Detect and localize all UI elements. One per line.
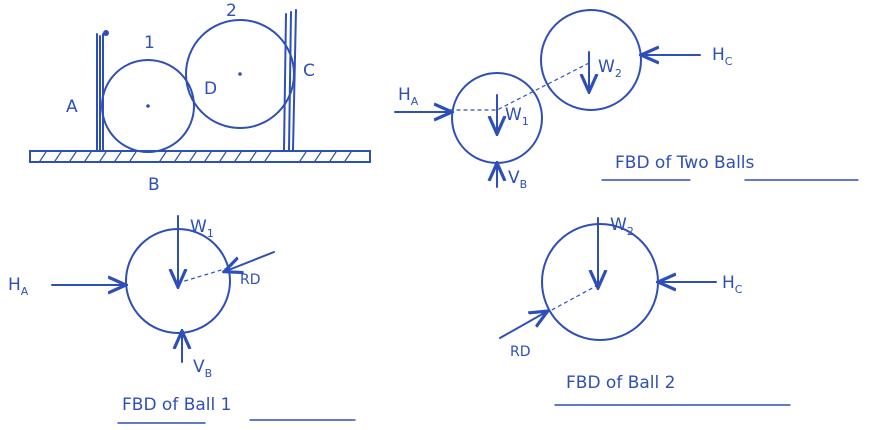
caption-fbd-two-balls: FBD of Two Balls [615, 153, 755, 173]
label-ball-1: 1 [144, 33, 155, 53]
floor-b [29, 150, 371, 163]
svg-text:HA: HA [8, 275, 29, 298]
label-wall-a: A [66, 97, 78, 117]
arrow-rd-ball1 [226, 251, 275, 271]
svg-text:HC: HC [722, 273, 743, 296]
svg-text:VB: VB [508, 168, 527, 191]
wall-c [283, 9, 297, 151]
label-contact-d: D [204, 79, 217, 99]
svg-text:W2: W2 [598, 57, 622, 80]
arrow-rd-ball2 [499, 312, 546, 339]
svg-text:VB: VB [193, 357, 212, 380]
svg-text:HA: HA [398, 85, 419, 108]
fbd2-ball-2 [540, 9, 642, 111]
label-wall-c: C [303, 61, 315, 81]
wall-a-top-dot [103, 30, 109, 36]
wall-a [96, 33, 104, 151]
fbd-ball-2: W2 HC RD FBD of Ball 2 [499, 215, 791, 406]
label-ball-2: 2 [226, 1, 237, 21]
fbd-ball-1: HA W1 RD VB FBD of Ball 1 [8, 215, 356, 424]
fbd-ball2-circle [541, 223, 659, 341]
svg-text:W1: W1 [190, 217, 214, 240]
fbd-two-balls: HA HC W1 W2 VB FBD of Two Balls [394, 9, 859, 191]
label-floor-b: B [148, 175, 160, 195]
label-rd-ball1: RD [240, 272, 261, 288]
caption-fbd-ball-2: FBD of Ball 2 [566, 373, 675, 393]
caption-fbd-ball-1: FBD of Ball 1 [122, 395, 231, 415]
svg-text:W2: W2 [610, 215, 634, 238]
svg-text:W1: W1 [505, 105, 529, 128]
label-rd-ball2: RD [510, 344, 531, 360]
setup-sketch: 1 2 A D C B [29, 1, 371, 195]
svg-text:HC: HC [712, 45, 733, 68]
